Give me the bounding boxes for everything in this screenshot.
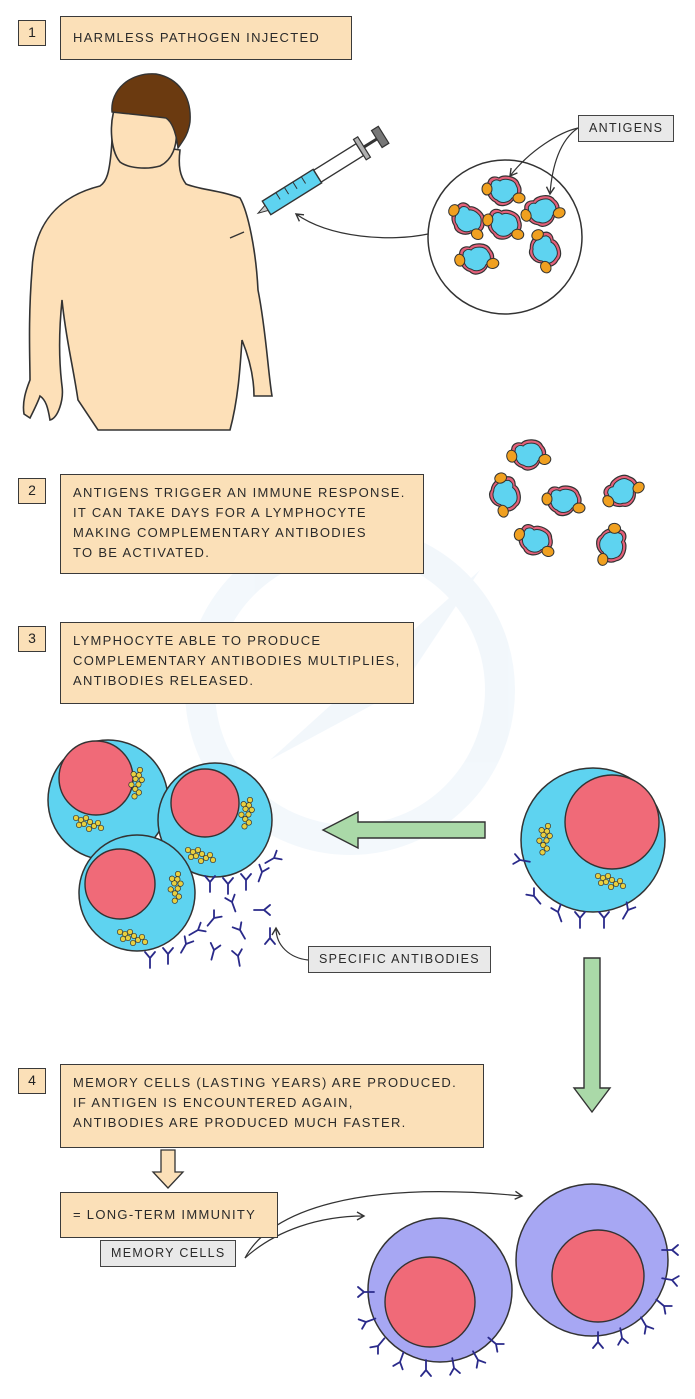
step-text-line: IT CAN TAKE DAYS FOR A LYMPHOCYTE	[73, 505, 367, 520]
lymphocyte-cluster	[47, 739, 283, 969]
person-illustration	[22, 73, 273, 431]
green-arrow-down	[572, 957, 612, 1114]
arrow-specific-antibodies	[271, 926, 309, 961]
step-4-text-box: MEMORY CELLS (LASTING YEARS) ARE PRODUCE…	[60, 1064, 484, 1148]
step-number: 3	[18, 626, 46, 652]
step-number: 4	[18, 1068, 46, 1094]
step-text-line: COMPLEMENTARY ANTIBODIES MULTIPLIES,	[73, 653, 401, 668]
step-1-text-box: HARMLESS PATHOGEN INJECTED	[60, 16, 352, 60]
arrow-antigens-2	[545, 127, 579, 196]
specific-antibodies-label: SPECIFIC ANTIBODIES	[308, 946, 491, 973]
activated-lymphocyte	[512, 767, 666, 929]
arrow-circle-to-syringe	[294, 213, 429, 239]
step-3-text-box: LYMPHOCYTE ABLE TO PRODUCE COMPLEMENTARY…	[60, 622, 414, 704]
result-label: = LONG-TERM IMMUNITY	[73, 1207, 257, 1222]
step-text-line: IF ANTIGEN IS ENCOUNTERED AGAIN,	[73, 1095, 354, 1110]
step-text-line: MEMORY CELLS (LASTING YEARS) ARE PRODUCE…	[73, 1075, 458, 1090]
arrow-antigens-1	[509, 127, 579, 178]
result-box: = LONG-TERM IMMUNITY	[60, 1192, 278, 1238]
memory-cell-left	[357, 1217, 513, 1377]
step-number: 2	[18, 478, 46, 504]
result-arrow-icon	[151, 1149, 185, 1189]
step-text-line: LYMPHOCYTE ABLE TO PRODUCE	[73, 633, 322, 648]
green-arrow-left	[321, 810, 486, 850]
memory-cell-right	[515, 1183, 680, 1349]
step-number: 1	[18, 20, 46, 46]
step-text-line: ANTIBODIES ARE PRODUCED MUCH FASTER.	[73, 1115, 407, 1130]
pathogen-group-free	[482, 436, 649, 568]
step-text-line: MAKING COMPLEMENTARY ANTIBODIES	[73, 525, 367, 540]
step-text-line: ANTIBODIES RELEASED.	[73, 673, 255, 688]
arrow-memory-cells-2	[244, 1211, 366, 1259]
step-text-line: HARMLESS PATHOGEN INJECTED	[73, 30, 321, 45]
syringe-icon	[256, 125, 390, 216]
antigens-label: ANTIGENS	[578, 115, 675, 142]
step-text-line: ANTIGENS TRIGGER AN IMMUNE RESPONSE.	[73, 485, 406, 500]
step-text-line: TO BE ACTIVATED.	[73, 545, 211, 560]
arrow-memory-cells-1	[244, 1190, 524, 1259]
memory-cells-label: MEMORY CELLS	[100, 1240, 237, 1267]
step-2-text-box: ANTIGENS TRIGGER AN IMMUNE RESPONSE. IT …	[60, 474, 424, 574]
